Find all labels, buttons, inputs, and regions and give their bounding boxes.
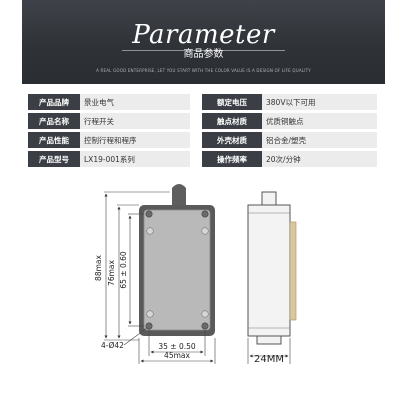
side-actuator [261,191,277,206]
dim-holes-label: 4-Ø42 [101,341,124,350]
cover-screws [146,227,209,318]
spec-value: 景业电气 [80,94,190,110]
mounting-holes [145,210,209,330]
spec-label: 触点材质 [202,113,262,129]
depth-dimension [247,338,291,364]
spec-value: 380V以下可用 [262,94,377,110]
spec-label: 操作频率 [202,151,262,167]
side-view [247,191,297,345]
spec-label: 产品名称 [28,113,80,129]
dim-45-label: 45max [164,351,190,360]
side-cover-edge [289,221,297,321]
banner-title: Parameter [132,20,275,50]
actuator-head [172,184,186,205]
dim-65-label: 65 ± 0.60 [119,251,128,289]
spec-label: 额定电压 [202,94,262,110]
side-mount-lug [256,335,282,345]
front-view [139,184,215,336]
spec-value: 20次/分钟 [262,151,377,167]
spec-label: 产品型号 [28,151,80,167]
dim-35-label: 35 ± 0.50 [158,342,196,351]
spec-row: 产品型号 LX19-001系列 操作频率 20次/分钟 [28,151,377,167]
spec-table: 产品品牌 景业电气 额定电压 380V以下可用 产品名称 行程开关 触点材质 优… [28,91,377,170]
spec-value: 铝合金/塑壳 [262,132,377,148]
switch-cover [143,209,211,331]
parameter-banner: Parameter 商品参数 A REAL GOOD ENTERPRISE, L… [22,0,385,84]
dim-76-label: 76max [107,260,116,286]
spec-label: 产品品牌 [28,94,80,110]
dim-88-label: 88max [94,255,103,281]
spec-value: 行程开关 [80,113,190,129]
banner-fine-print: A REAL GOOD ENTERPRISE, LET YOU START WI… [96,68,311,73]
spec-value: 优质铜触点 [262,113,377,129]
dim-depth-label: 24MM [254,354,284,365]
spec-value: 控制行程和程序 [80,132,190,148]
spec-value: LX19-001系列 [80,151,190,167]
spec-row: 产品名称 行程开关 触点材质 优质铜触点 [28,113,377,129]
spec-row: 产品品牌 景业电气 额定电压 380V以下可用 [28,94,377,110]
dimension-lines [104,191,216,364]
spec-label: 外壳材质 [202,132,262,148]
banner-divider [122,50,285,51]
banner-subtitle: 商品参数 [183,49,224,60]
side-body [247,204,291,337]
spec-label: 产品性能 [28,132,80,148]
spec-row: 产品性能 控制行程和程序 外壳材质 铝合金/塑壳 [28,132,377,148]
